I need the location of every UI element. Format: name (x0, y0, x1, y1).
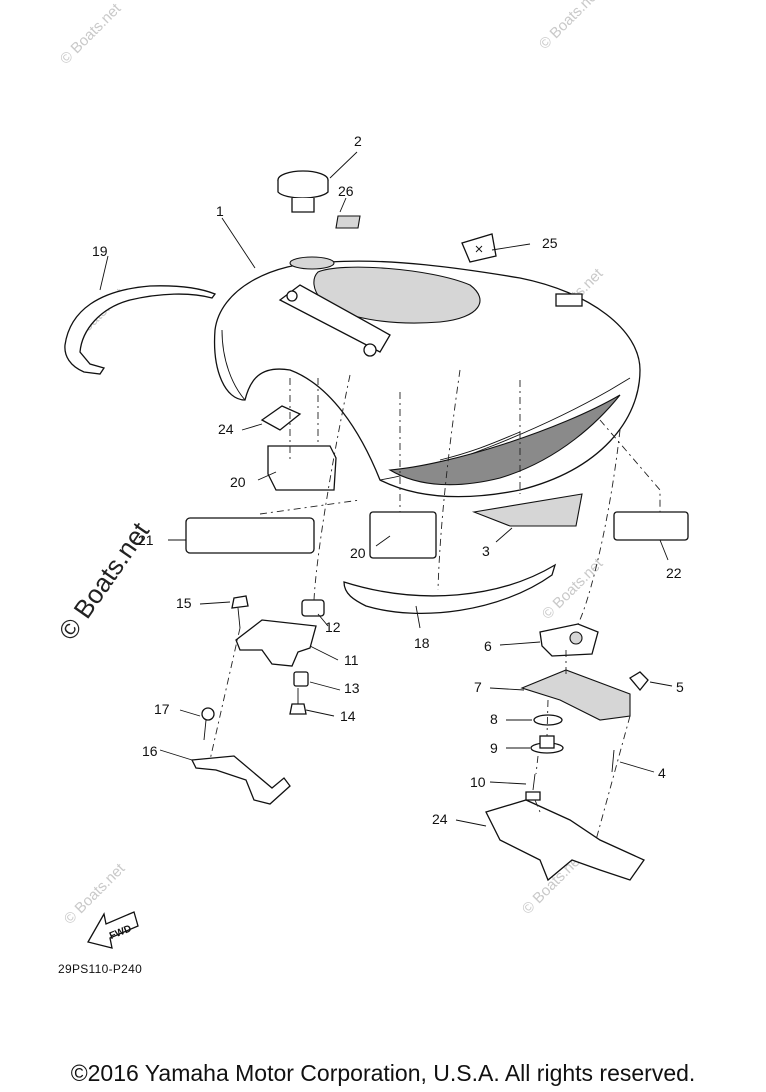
callout-12: 12 (325, 619, 341, 635)
watermark: © Boats.net (61, 860, 129, 928)
callout-9: 9 (490, 740, 498, 756)
callout-4: 4 (658, 765, 666, 781)
callout-25: 24 (432, 811, 448, 827)
callout-22: 22 (666, 565, 682, 581)
damper-pads (185, 405, 689, 559)
copyright-notice: ©2016 Yamaha Motor Corporation, U.S.A. A… (70, 1060, 696, 1086)
caution-label-part (461, 233, 497, 263)
callout-19: 19 (92, 243, 108, 259)
watermark: © Boats.net (536, 0, 604, 53)
callout-17: 17 (154, 701, 170, 717)
label-sticker-part (335, 215, 361, 229)
callout-15: 15 (176, 595, 192, 611)
trim-strip-part (343, 563, 557, 614)
callout-20: 20 (230, 474, 246, 490)
callout-10: 10 (470, 774, 486, 790)
assembly-lines (209, 369, 661, 841)
callout-8: 8 (490, 711, 498, 727)
left-lower-bracket (190, 707, 291, 805)
callout-11: 11 (344, 652, 359, 668)
fuel-tank-part (213, 256, 641, 498)
callout-3: 3 (482, 543, 490, 559)
right-bracket-assembly (485, 623, 649, 882)
callout-2: 2 (354, 133, 362, 149)
watermark: © Boats.net (57, 0, 125, 68)
callout-1: 1 (216, 203, 224, 219)
callout-5: 5 (676, 679, 684, 695)
rubber-strip-part (64, 285, 217, 375)
callout-numbers: 2 26 1 19 25 24 20 21 20 3 22 15 12 18 6… (92, 133, 684, 827)
callout-18: 18 (414, 635, 430, 651)
callout-6: 6 (484, 638, 492, 654)
callout-20: 20 (350, 545, 366, 561)
callout-7: 7 (474, 679, 482, 695)
callout-24: 25 (542, 235, 558, 251)
callout-16: 16 (142, 743, 158, 759)
callout-13: 13 (344, 680, 360, 696)
left-bracket-assembly (231, 595, 325, 715)
fuel-cap-part (277, 170, 329, 213)
callout-14: 14 (340, 708, 356, 724)
callout-26: 26 (338, 183, 354, 199)
leader-lines (99, 151, 673, 827)
forward-arrow-icon: FWD (87, 911, 139, 949)
callout-21: 21 (138, 532, 154, 548)
callout-23: 24 (218, 421, 234, 437)
diagram-code: 29PS110-P240 (58, 962, 143, 976)
